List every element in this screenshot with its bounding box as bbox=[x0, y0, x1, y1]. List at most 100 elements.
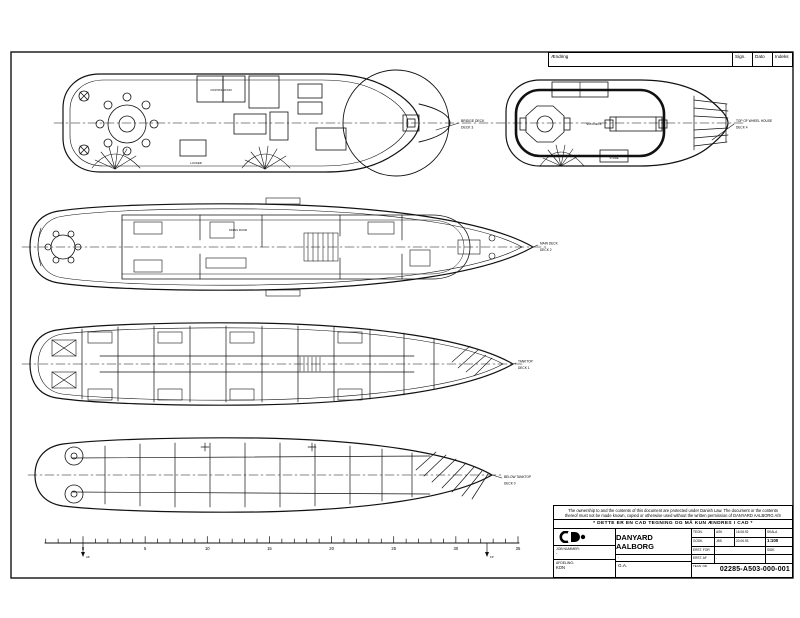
approved-by: JBS bbox=[714, 537, 734, 546]
deck1-plan: TANKTOP DECK 1 bbox=[21, 322, 533, 406]
title-separator: - bbox=[616, 554, 691, 561]
forepeak-hatching bbox=[415, 451, 489, 500]
drawn-date: 16.06.92 bbox=[734, 529, 765, 537]
ap-marker: AP bbox=[81, 542, 90, 559]
deck3-label-line2: DECK 3 bbox=[461, 126, 473, 130]
job-number-value: - bbox=[556, 551, 558, 557]
deck2-bow-gear bbox=[457, 234, 496, 260]
copyright-notice: The ownership to and the contents of thi… bbox=[554, 506, 792, 521]
replaced-by-row: ERST. AF - bbox=[692, 555, 765, 564]
mast-base bbox=[402, 114, 420, 132]
ruler-number: 10 bbox=[205, 546, 210, 551]
sun-deck-label: SUN DECK bbox=[586, 122, 602, 126]
title-block-left: JOB NUMMER: - AFDELING: KON bbox=[554, 529, 616, 577]
svg-text:AP: AP bbox=[86, 555, 90, 559]
control-room-label: CONTROL ROOM bbox=[210, 88, 231, 92]
copyright-line1: The ownership to and the contents of thi… bbox=[568, 507, 778, 513]
approved-label: GODK. bbox=[693, 538, 704, 543]
revision-date-header: Dato bbox=[752, 53, 772, 66]
deck0-girders bbox=[71, 442, 431, 508]
windscreen-slats bbox=[693, 95, 729, 151]
job-number-label: JOB NUMMER: bbox=[556, 547, 580, 552]
ruler-number: 25 bbox=[391, 546, 396, 551]
revision-sign-header: Sign. bbox=[732, 53, 752, 66]
title-block: The ownership to and the contents of thi… bbox=[553, 505, 793, 578]
approved-row: GODK. JBS 20.06.93 bbox=[692, 537, 765, 547]
deck2-bulkheads bbox=[199, 214, 403, 280]
deck0-plan: BELOW TANKTOP DECK 0 bbox=[27, 437, 531, 513]
replaces-value: - bbox=[714, 546, 765, 555]
dining-room-label: DINING ROOM bbox=[229, 228, 247, 232]
deck4-stairs bbox=[539, 144, 585, 167]
drawing-number-label: TEGN. NR. bbox=[693, 564, 708, 569]
ruler-number: 35 bbox=[516, 546, 521, 551]
drawing-number-cell: TEGN. NR. 02285-A503-000-001 bbox=[692, 563, 792, 577]
scale-label: SKALA bbox=[766, 529, 792, 538]
sounding-marks bbox=[200, 442, 317, 452]
drawn-by: ASK bbox=[714, 529, 734, 537]
title-block-middle: DANYARD AALBORG - G.A. bbox=[616, 529, 692, 577]
ruler-number: 20 bbox=[329, 546, 334, 551]
ruler-number: 30 bbox=[454, 546, 459, 551]
deck3-rooms bbox=[179, 75, 347, 157]
cad-notice: * DETTE ER EN CAD TEGNING OG MÅ KUN ÆNDR… bbox=[554, 520, 792, 530]
drawn-row: TEGN. ASK 16.06.92 bbox=[692, 529, 765, 538]
deck3-label-line1: BRIDGE DECK bbox=[461, 119, 485, 123]
deck2-furniture bbox=[133, 221, 431, 273]
ruler-number: 5 bbox=[144, 546, 147, 551]
ruler-number: 0 bbox=[82, 546, 85, 551]
danyard-logo bbox=[554, 529, 615, 547]
svg-text:FP: FP bbox=[490, 555, 494, 559]
deck2-plan: DINING ROOM MAIN DECK DECK 2 bbox=[21, 197, 559, 297]
scale-value: 1:100 bbox=[766, 538, 792, 547]
funnel bbox=[519, 105, 571, 143]
deck2-stairs bbox=[303, 232, 339, 262]
deck3-stairs bbox=[91, 145, 291, 170]
station-ruler: AP FP 0 5 10 15 20 25 30 35 bbox=[44, 536, 521, 559]
deck1-label-line1: TANKTOP bbox=[518, 360, 533, 364]
title-block-right: TEGN. ASK 16.06.92 GODK. JBS 20.06.93 ER… bbox=[692, 529, 792, 577]
locker-label: LOCKER bbox=[190, 161, 202, 165]
deck4-plan: SUN DECK STORE TOP OF WHEEL HOUSE DECK 4 bbox=[505, 79, 772, 167]
drawn-label: TEGN. bbox=[693, 530, 703, 535]
department-value: KON bbox=[556, 565, 566, 571]
ruler-number: 15 bbox=[267, 546, 272, 551]
deck1-machinery bbox=[51, 339, 77, 389]
plant-icon bbox=[78, 90, 90, 156]
danyard-logo-icon bbox=[559, 531, 586, 544]
revision-change-header: Ændring bbox=[551, 54, 569, 59]
deck2-aft-table bbox=[37, 227, 82, 267]
approved-date: 20.06.93 bbox=[734, 537, 765, 546]
replaced-by-value: - bbox=[714, 555, 765, 564]
deck1-label-line2: DECK 1 bbox=[518, 366, 530, 370]
drawing-number: 02285-A503-000-001 bbox=[719, 566, 790, 574]
deck1-stairs bbox=[299, 356, 321, 372]
replaces-label: ERST. FOR bbox=[693, 547, 710, 552]
copyright-line2: thereof must not be made known, copied o… bbox=[564, 512, 782, 518]
deck4-coaming bbox=[514, 88, 666, 158]
sheet-frame bbox=[10, 51, 794, 579]
scale-column: SKALA 1:100 SIDE bbox=[765, 529, 792, 564]
drawing-title: G.A. bbox=[616, 561, 691, 577]
replaced-by-label: ERST. AF bbox=[693, 556, 707, 561]
replaces-row: ERST. FOR - bbox=[692, 546, 765, 556]
deck1-beds bbox=[87, 331, 363, 401]
revision-table: Ændring Sign. Dato Indeks bbox=[548, 52, 793, 67]
page-label: SIDE bbox=[766, 547, 792, 556]
deck3-plan: CONTROL ROOM LOCKER BRIDGE DECK DECK 3 bbox=[62, 69, 485, 177]
store-label: STORE bbox=[610, 156, 619, 160]
deck0-label-line2: DECK 0 bbox=[504, 482, 516, 486]
revision-index-header: Indeks bbox=[772, 53, 792, 66]
deck0-thrusters bbox=[64, 446, 84, 504]
company-name: DANYARD AALBORG bbox=[616, 532, 654, 551]
tender-crane bbox=[604, 116, 668, 132]
deck0-label-line1: BELOW TANKTOP bbox=[504, 475, 531, 479]
deck4-label-line1: TOP OF WHEEL HOUSE bbox=[736, 119, 772, 123]
fp-marker: FP bbox=[485, 542, 494, 559]
deck2-label-line1: MAIN DECK bbox=[540, 242, 559, 246]
deck2-label-line2: DECK 2 bbox=[540, 248, 552, 252]
radar-arch bbox=[342, 69, 450, 177]
deck3-round-table bbox=[95, 92, 159, 156]
deck4-store bbox=[599, 149, 629, 163]
